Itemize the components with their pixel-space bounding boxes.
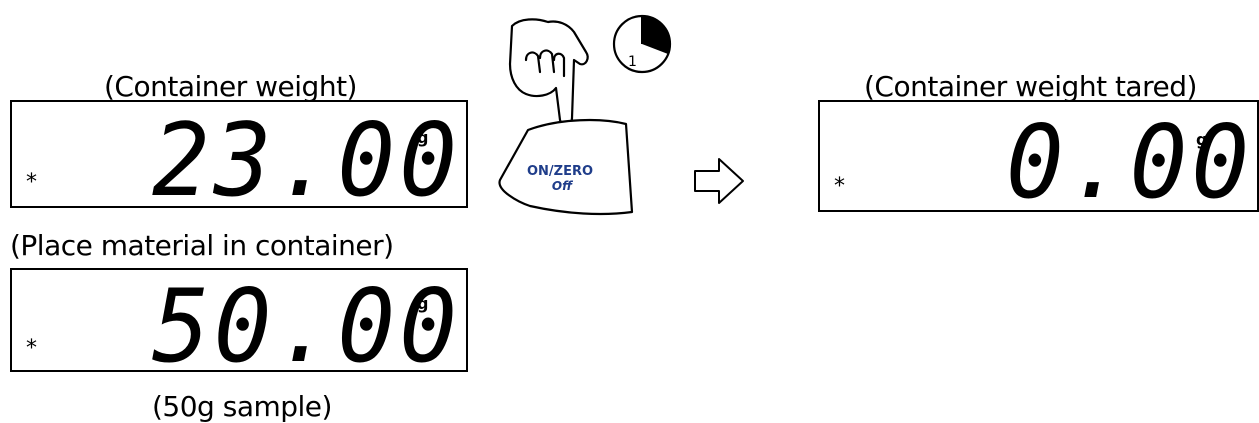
button-press-illustration: 1 ON/ZERO Off	[498, 14, 672, 216]
weight-reading: 23.00	[152, 101, 461, 220]
unit-label: g	[417, 128, 429, 147]
stability-star: *	[26, 336, 37, 361]
lcd-display-container: * 23.00 g	[10, 100, 468, 220]
stability-star: *	[26, 170, 37, 195]
right-arrow-icon	[694, 158, 744, 204]
hand-press-icon	[508, 18, 589, 127]
on-zero-off-button[interactable]: ON/ZERO Off	[498, 119, 634, 216]
stability-star: *	[834, 174, 845, 199]
unit-label: g	[1196, 130, 1208, 149]
weight-reading: 0.00	[1006, 103, 1254, 222]
weight-reading: 50.00	[152, 267, 461, 386]
button-label-line1: ON/ZERO	[527, 164, 593, 179]
place-material-caption: (Place material in container)	[10, 229, 394, 262]
lcd-display-tared: * 0.00 g	[818, 100, 1259, 222]
unit-label: g	[417, 294, 429, 313]
container-weight-tared-caption: (Container weight tared)	[864, 70, 1197, 103]
button-label-line2: Off	[552, 179, 573, 193]
sample-caption: (50g sample)	[152, 390, 332, 423]
timer-icon: 1	[612, 14, 672, 74]
timer-number: 1	[628, 54, 637, 70]
container-weight-caption: (Container weight)	[104, 70, 357, 103]
lcd-display-material: * 50.00 g	[10, 268, 468, 377]
